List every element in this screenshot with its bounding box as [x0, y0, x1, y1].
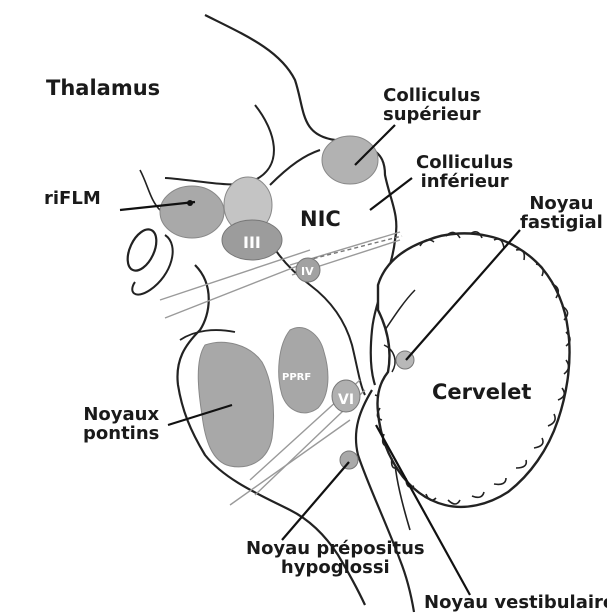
loop-structure-2 — [132, 235, 172, 295]
thalamus-border — [165, 105, 274, 184]
loop-structure-1 — [122, 225, 162, 275]
dashed-connection — [300, 236, 402, 262]
cervelet-label: Cervelet — [432, 381, 531, 403]
colliculus-superieur-nucleus — [322, 136, 378, 184]
iv-text: IV — [301, 265, 314, 278]
prepositus-line2: hypoglossi — [246, 559, 425, 578]
rifl-nucleus — [160, 186, 224, 238]
midbrain-border — [140, 170, 160, 210]
iii-text: III — [243, 233, 261, 252]
colliculus-inferieur-line2: inférieur — [416, 173, 513, 192]
vestibulaire-label: Noyau vestibulaire — [424, 594, 607, 613]
noyau-fastigial-line2: fastigial — [520, 214, 603, 233]
noyaux-pontins-label: Noyaux pontins — [83, 406, 159, 444]
prepositus-nucleus — [340, 451, 358, 469]
colliculus-inferieur-label: Colliculus inférieur — [416, 154, 513, 192]
prepositus-label: Noyau prépositus hypoglossi — [246, 540, 425, 578]
noyau-fastigial-label: Noyau fastigial — [520, 195, 603, 233]
noyaux-pontins-line2: pontins — [83, 425, 159, 444]
nic-label: NIC — [300, 208, 341, 230]
pons-top — [180, 330, 235, 340]
rifl-pointer-dot — [187, 200, 193, 206]
vi-text: VI — [338, 392, 354, 408]
pointer-colliculus-inf — [370, 178, 412, 210]
noyaux-pontins-region — [198, 342, 273, 467]
cerebellum-outline — [377, 233, 569, 507]
pprf-nucleus — [279, 328, 328, 413]
rifl-label: riFLM — [44, 190, 101, 209]
colliculus-superieur-line2: supérieur — [383, 106, 481, 125]
colliculus-superieur-label: Colliculus supérieur — [383, 87, 481, 125]
thalamus-label: Thalamus — [46, 77, 160, 99]
pprf-text: PPRF — [282, 372, 311, 383]
